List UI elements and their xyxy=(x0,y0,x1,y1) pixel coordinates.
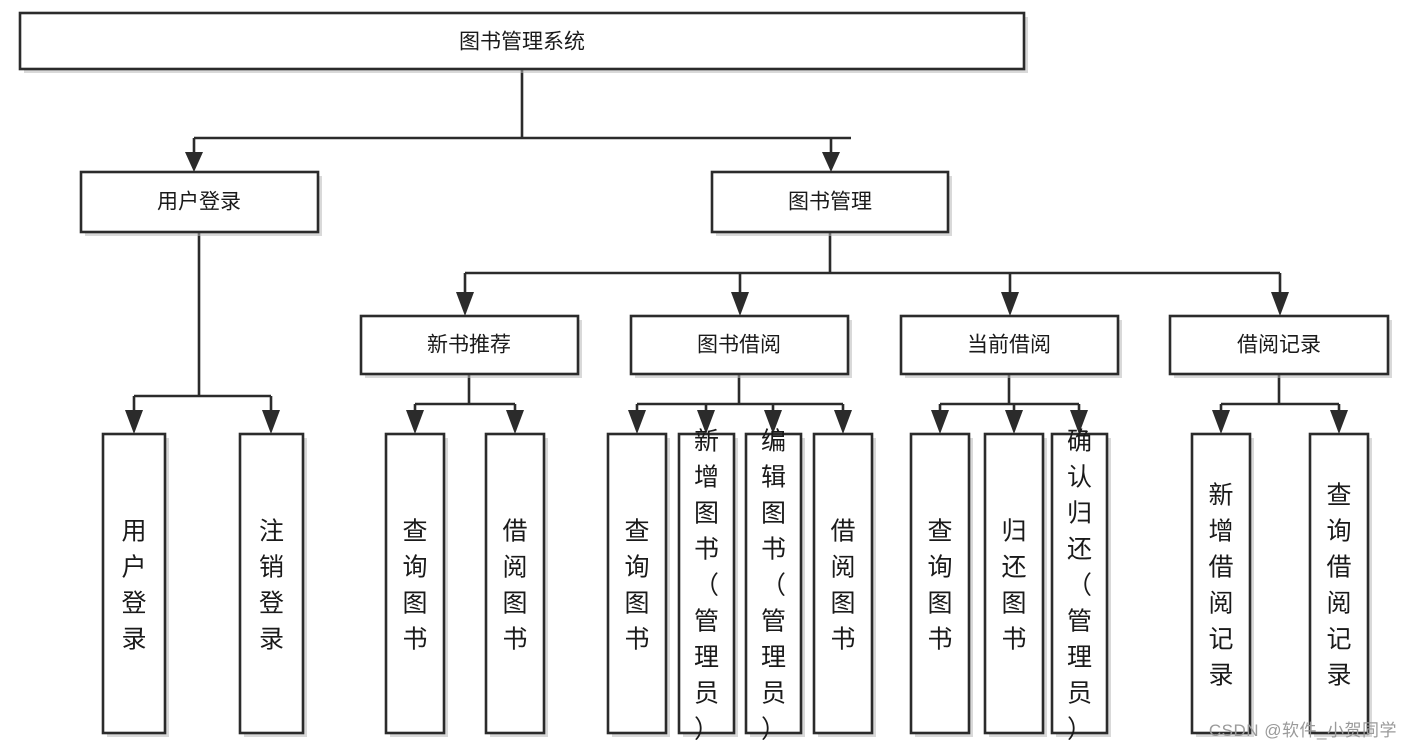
connector-book-borrow-to-leaves xyxy=(635,374,845,414)
node-leaf-query-book-c[interactable]: 查询图书 xyxy=(909,432,973,737)
node-new-book-rec[interactable]: 新书推荐 xyxy=(359,314,582,378)
node-leaf-query-book-a[interactable]: 查询图书 xyxy=(384,432,448,737)
new-book-rec-box xyxy=(359,314,580,376)
node-leaf-query-record[interactable]: 查询借阅记录 xyxy=(1308,432,1372,737)
leaf-borrow-book-a-label: 借阅图书 xyxy=(502,518,527,654)
connector-borrow-record-to-leaves xyxy=(1219,374,1341,414)
arrowhead-leaf-confirm-return xyxy=(1070,410,1088,434)
arrowhead-new-book-rec xyxy=(456,292,474,316)
connector-root-to-level2 xyxy=(192,69,851,156)
connector-new-book-rec-to-leaves xyxy=(413,374,517,414)
csdn-watermark: CSDN @软件_小贺同学 xyxy=(1208,721,1397,740)
leaf-edit-book-box xyxy=(744,432,803,735)
connector-user-login-to-leaves xyxy=(132,232,273,414)
arrowhead-leaf-borrow-book-b xyxy=(834,410,852,434)
leaf-user-login-label: 用户登录 xyxy=(121,518,146,654)
arrowhead-leaf-query-book-a xyxy=(406,410,424,434)
node-leaf-borrow-book-a[interactable]: 借阅图书 xyxy=(484,432,548,737)
arrowhead-leaf-query-record xyxy=(1330,410,1348,434)
node-borrow-record[interactable]: 借阅记录 xyxy=(1168,314,1392,378)
leaf-query-record-box xyxy=(1308,432,1370,735)
leaf-add-book-box xyxy=(677,432,736,735)
node-leaf-logout[interactable]: 注销登录 xyxy=(238,432,307,737)
leaf-borrow-book-b-box xyxy=(812,432,874,735)
arrowhead-leaf-user-login xyxy=(125,410,143,434)
leaf-return-book-label: 归还图书 xyxy=(1001,518,1026,654)
leaf-query-book-b-box xyxy=(606,432,668,735)
node-user-login[interactable]: 用户登录 xyxy=(79,170,322,236)
leaf-query-book-a-box xyxy=(384,432,446,735)
leaf-add-record-label: 新增借阅记录 xyxy=(1208,482,1233,690)
leaf-borrow-book-b-label: 借阅图书 xyxy=(830,518,855,654)
arrowhead-current-borrow xyxy=(1001,292,1019,316)
leaf-query-record-label: 查询借阅记录 xyxy=(1326,482,1351,690)
user-login-label: 用户登录 xyxy=(157,191,241,214)
arrowhead-leaf-add-record xyxy=(1212,410,1230,434)
arrowhead-borrow-record xyxy=(1271,292,1289,316)
current-borrow-box xyxy=(899,314,1120,376)
arrowhead-book-borrow xyxy=(731,292,749,316)
node-root[interactable]: 图书管理系统 xyxy=(18,11,1028,73)
root-box xyxy=(18,11,1026,71)
leaf-logout-box xyxy=(238,432,305,735)
arrowhead-book-manage xyxy=(822,152,840,172)
current-borrow-label: 当前借阅 xyxy=(967,334,1051,357)
leaf-return-book-box xyxy=(983,432,1045,735)
leaf-add-record-box xyxy=(1190,432,1252,735)
borrow-record-label: 借阅记录 xyxy=(1237,334,1321,357)
new-book-rec-label: 新书推荐 xyxy=(427,334,511,357)
leaf-query-book-a-label: 查询图书 xyxy=(402,518,427,654)
node-leaf-add-book[interactable]: 新增图书（管理员） xyxy=(677,428,738,744)
leaf-borrow-book-a-box xyxy=(484,432,546,735)
arrowhead-leaf-edit-book xyxy=(764,410,782,434)
arrowhead-leaf-logout xyxy=(262,410,280,434)
node-leaf-return-book[interactable]: 归还图书 xyxy=(983,432,1047,737)
leaf-query-book-c-box xyxy=(909,432,971,735)
book-borrow-box xyxy=(629,314,850,376)
leaf-logout-label: 注销登录 xyxy=(259,518,284,654)
book-manage-box xyxy=(710,170,950,234)
arrowhead-user-login xyxy=(185,152,203,172)
user-login-box xyxy=(79,170,320,234)
leaf-node-layer: 用户登录 注销登录 查询图书 借阅图书 查询图书 新增图书（管理员） 编辑图书（管理员） 借阅… xyxy=(101,428,1372,744)
connector-current-borrow-to-leaves xyxy=(938,374,1081,414)
node-layer: 图书管理系统 用户登录 图书管理 新书推荐 xyxy=(18,11,1392,744)
connector-layer xyxy=(125,69,1348,434)
root-label: 图书管理系统 xyxy=(459,31,585,54)
connector-book-manage-to-level3 xyxy=(463,232,1282,296)
node-book-manage[interactable]: 图书管理 xyxy=(710,170,952,236)
book-manage-label: 图书管理 xyxy=(788,191,872,214)
node-leaf-borrow-book-b[interactable]: 借阅图书 xyxy=(812,432,876,737)
node-leaf-confirm-return[interactable]: 确认归还（管理员） xyxy=(1050,428,1111,744)
leaf-confirm-return-box xyxy=(1050,432,1109,735)
leaf-user-login-box xyxy=(101,432,167,735)
node-book-borrow[interactable]: 图书借阅 xyxy=(629,314,852,378)
arrowhead-leaf-return-book xyxy=(1005,410,1023,434)
leaf-query-book-b-label: 查询图书 xyxy=(624,518,649,654)
leaf-add-book-label: 新增图书（管理员） xyxy=(694,428,719,744)
borrow-record-box xyxy=(1168,314,1390,376)
arrowhead-leaf-borrow-book-a xyxy=(506,410,524,434)
leaf-edit-book-label: 编辑图书（管理员） xyxy=(761,428,786,744)
node-leaf-user-login[interactable]: 用户登录 xyxy=(101,432,169,737)
node-leaf-edit-book[interactable]: 编辑图书（管理员） xyxy=(744,428,805,744)
book-borrow-label: 图书借阅 xyxy=(697,334,781,357)
leaf-query-book-c-label: 查询图书 xyxy=(927,518,952,654)
arrowhead-leaf-query-book-b xyxy=(628,410,646,434)
node-leaf-query-book-b[interactable]: 查询图书 xyxy=(606,432,670,737)
node-current-borrow[interactable]: 当前借阅 xyxy=(899,314,1122,378)
node-leaf-add-record[interactable]: 新增借阅记录 xyxy=(1190,432,1254,737)
leaf-confirm-return-label: 确认归还（管理员） xyxy=(1067,428,1092,744)
arrowhead-leaf-add-book xyxy=(697,410,715,434)
arrowhead-leaf-query-book-c xyxy=(931,410,949,434)
